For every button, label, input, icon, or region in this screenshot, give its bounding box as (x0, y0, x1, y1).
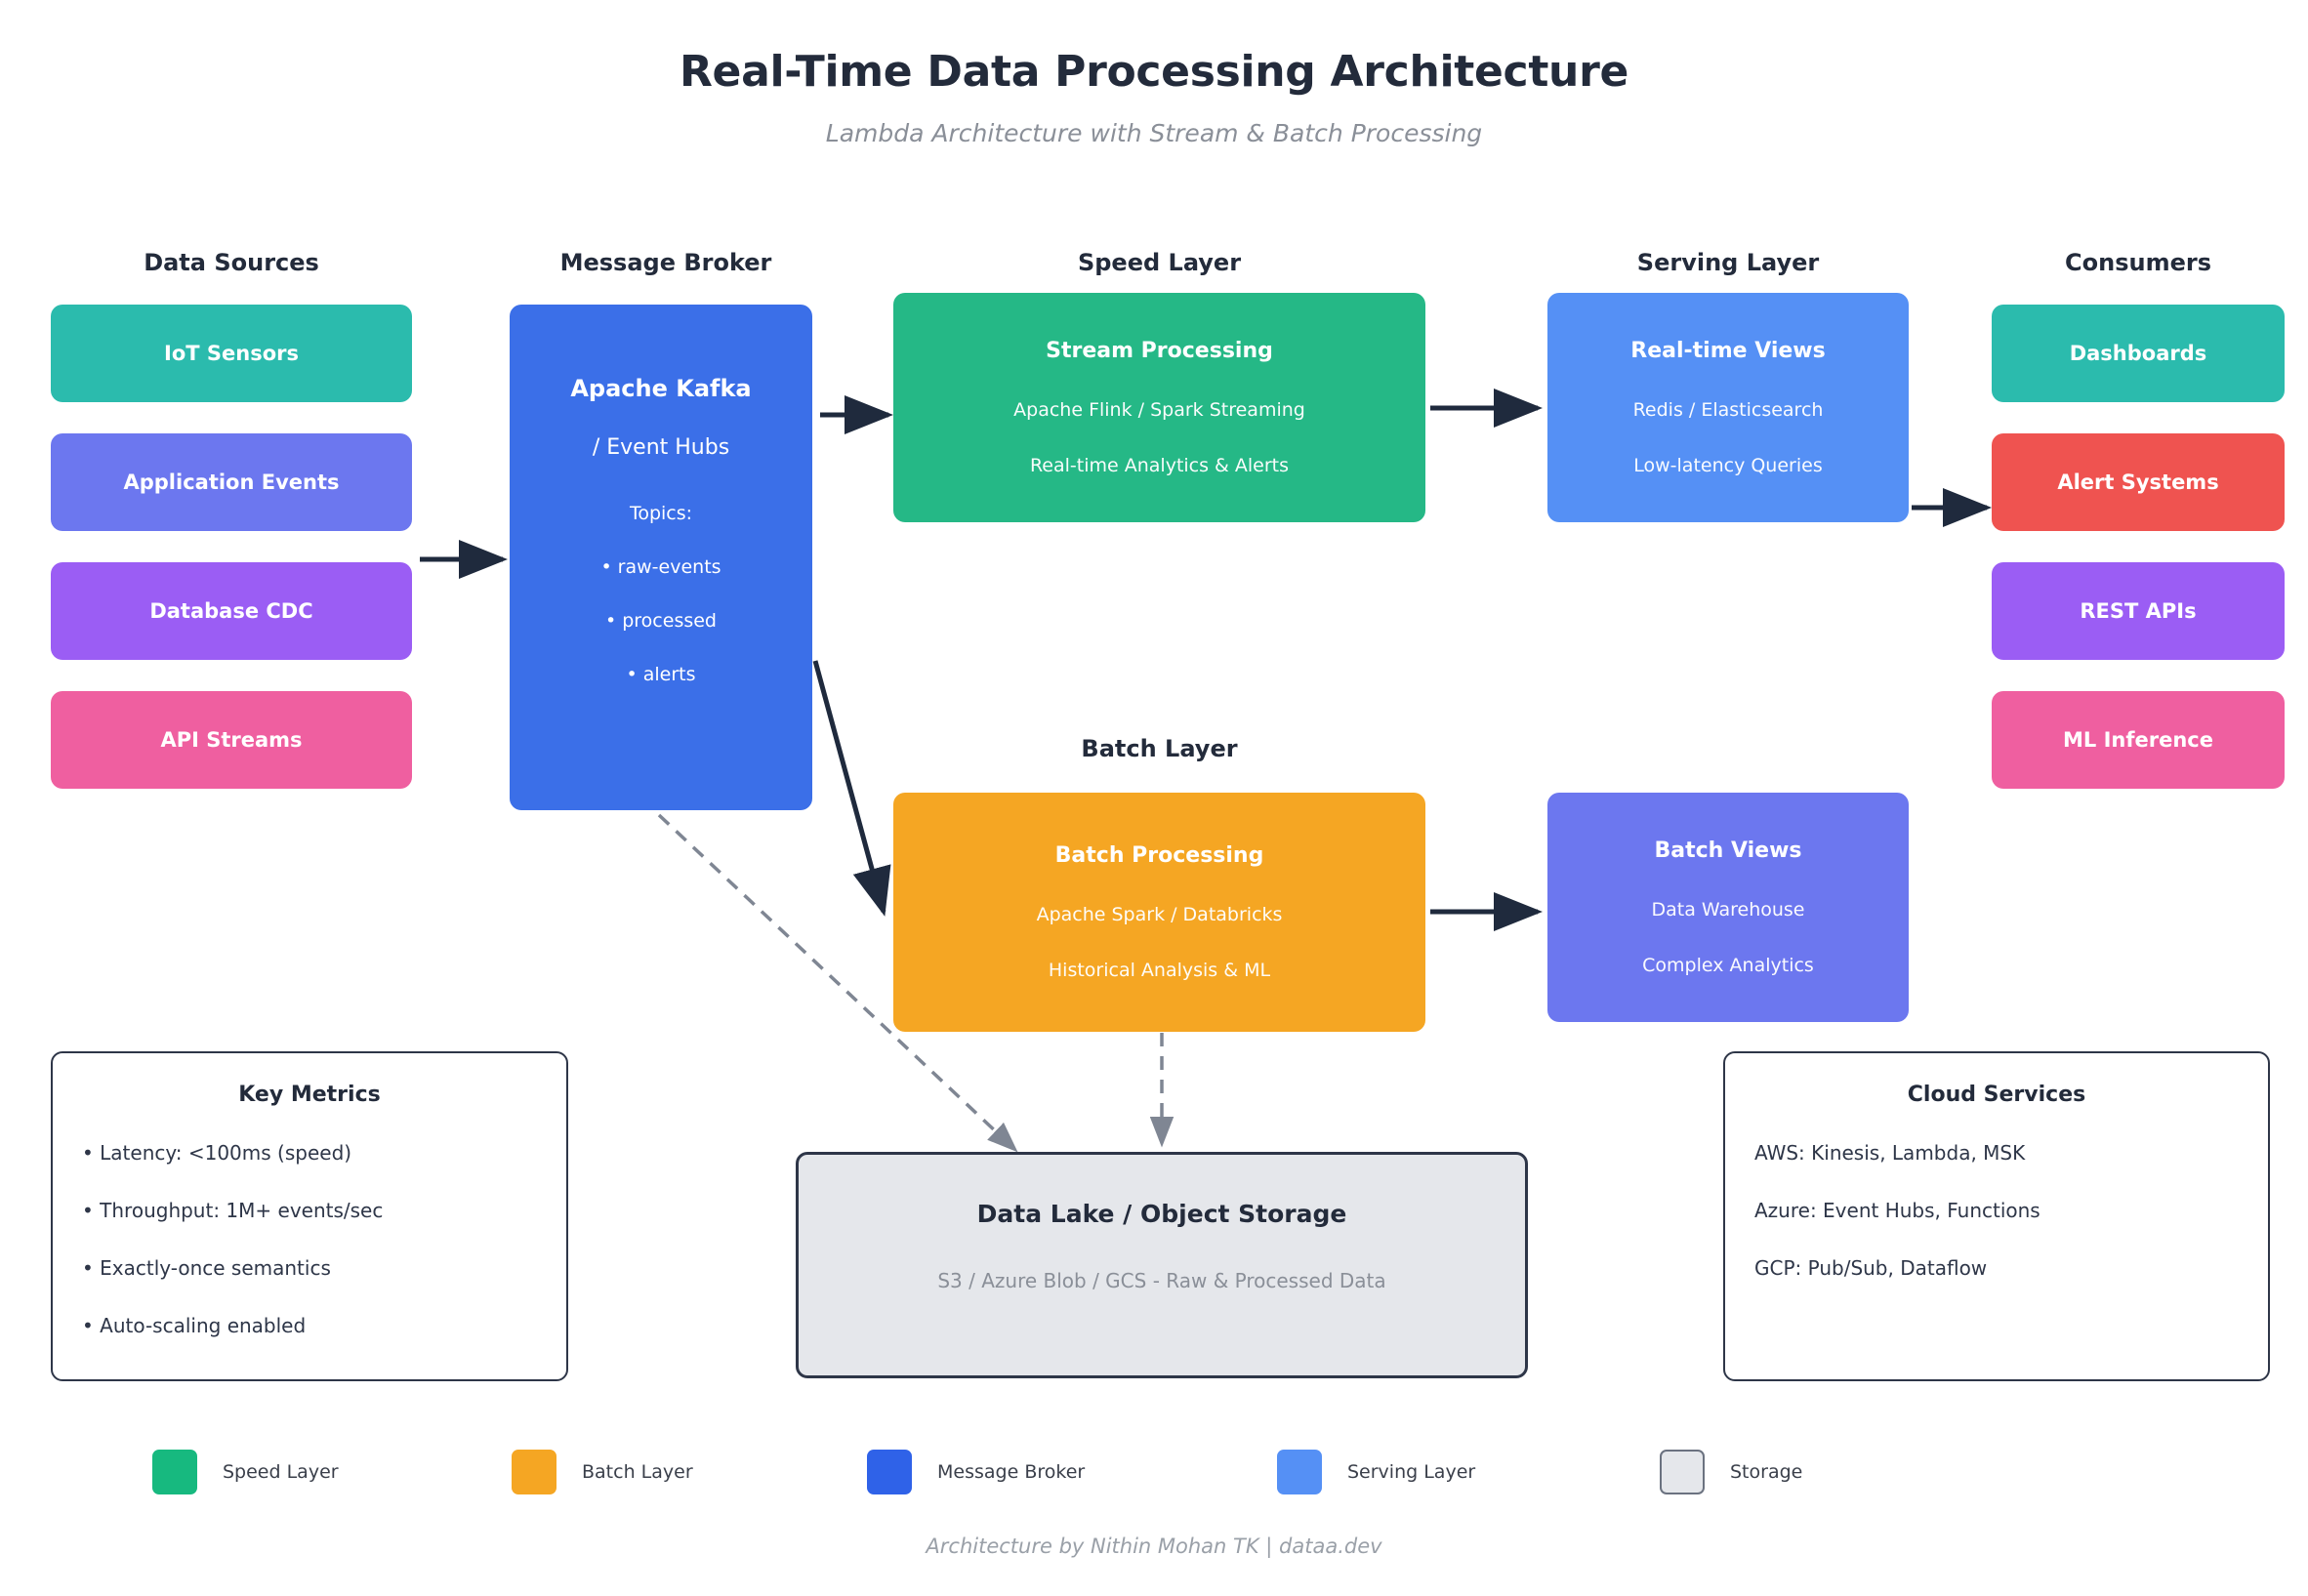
legend-item-storage: Storage (1660, 1450, 1802, 1494)
node-title: Real-time Views (1630, 338, 1826, 363)
node-ml-inference[interactable]: ML Inference (1992, 691, 2285, 789)
legend-swatch-speed-layer (152, 1450, 197, 1494)
broker-topic-processed: • processed (604, 610, 717, 632)
column-header-consumers: Consumers (2065, 249, 2211, 276)
node-label: Dashboards (2069, 342, 2207, 365)
key-metrics-list: • Latency: <100ms (speed) • Throughput: … (53, 1141, 566, 1337)
legend-swatch-message-broker (867, 1450, 912, 1494)
column-header-serving-layer: Serving Layer (1636, 249, 1820, 276)
legend-label: Storage (1730, 1461, 1803, 1483)
broker-title: Apache Kafka (570, 375, 752, 402)
node-data-lake[interactable]: Data Lake / Object Storage S3 / Azure Bl… (796, 1152, 1528, 1378)
broker-subtitle: / Event Hubs (592, 435, 730, 460)
node-iot-sensors[interactable]: IoT Sensors (51, 305, 412, 402)
node-title: Batch Processing (1054, 842, 1264, 868)
list-item: • Throughput: 1M+ events/sec (82, 1199, 384, 1222)
legend-swatch-storage (1660, 1450, 1705, 1494)
node-batch-processing[interactable]: Batch Processing Apache Spark / Databric… (893, 793, 1425, 1032)
node-label: Database CDC (149, 599, 313, 623)
node-label: ML Inference (2063, 728, 2213, 752)
node-dashboards[interactable]: Dashboards (1992, 305, 2285, 402)
legend-label: Speed Layer (223, 1461, 339, 1483)
node-label: Application Events (123, 471, 340, 494)
list-item: GCP: Pub/Sub, Dataflow (1754, 1256, 1988, 1280)
node-label: REST APIs (2080, 599, 2197, 623)
node-label: API Streams (160, 728, 303, 752)
list-item: • Exactly-once semantics (82, 1256, 331, 1280)
node-line-2: Historical Analysis & ML (1048, 959, 1271, 981)
cloud-services-list: AWS: Kinesis, Lambda, MSK Azure: Event H… (1725, 1141, 2268, 1280)
node-line-1: Data Warehouse (1651, 898, 1805, 921)
broker-topic-raw-events: • raw-events (600, 556, 721, 578)
node-line-2: Low-latency Queries (1633, 454, 1823, 476)
legend-label: Batch Layer (582, 1461, 693, 1483)
column-header-speed-layer: Speed Layer (1077, 249, 1242, 276)
node-line-1: Apache Flink / Spark Streaming (1013, 398, 1305, 421)
node-line-2: Complex Analytics (1642, 954, 1814, 976)
column-header-batch-layer: Batch Layer (1081, 735, 1238, 762)
node-line-1: Redis / Elasticsearch (1632, 398, 1824, 421)
legend-item-speed-layer: Speed Layer (152, 1450, 339, 1494)
list-item: Azure: Event Hubs, Functions (1754, 1199, 2040, 1222)
node-apache-kafka[interactable]: Apache Kafka / Event Hubs Topics: • raw-… (510, 305, 812, 810)
node-real-time-views[interactable]: Real-time Views Redis / Elasticsearch Lo… (1547, 293, 1909, 522)
node-title: Batch Views (1654, 838, 1802, 863)
footer-credit: Architecture by Nithin Mohan TK | dataa.… (926, 1535, 1382, 1558)
page-title: Real-Time Data Processing Architecture (679, 47, 1629, 97)
node-api-streams[interactable]: API Streams (51, 691, 412, 789)
node-database-cdc[interactable]: Database CDC (51, 562, 412, 660)
node-line-1: Apache Spark / Databricks (1036, 903, 1283, 925)
legend-item-message-broker: Message Broker (867, 1450, 1085, 1494)
node-label: IoT Sensors (164, 342, 299, 365)
broker-topic-alerts: • alerts (626, 664, 696, 685)
column-header-data-sources: Data Sources (144, 249, 319, 276)
node-application-events[interactable]: Application Events (51, 433, 412, 531)
legend-label: Serving Layer (1347, 1461, 1476, 1483)
node-rest-apis[interactable]: REST APIs (1992, 562, 2285, 660)
node-batch-views[interactable]: Batch Views Data Warehouse Complex Analy… (1547, 793, 1909, 1022)
list-item: • Auto-scaling enabled (82, 1314, 307, 1337)
node-title: Stream Processing (1046, 338, 1273, 363)
panel-key-metrics: Key Metrics • Latency: <100ms (speed) • … (51, 1051, 568, 1381)
node-line-2: Real-time Analytics & Alerts (1029, 454, 1290, 476)
legend-swatch-serving-layer (1277, 1450, 1322, 1494)
page-subtitle: Lambda Architecture with Stream & Batch … (825, 119, 1483, 147)
panel-title: Cloud Services (1907, 1083, 2086, 1107)
node-label: Alert Systems (2057, 471, 2219, 494)
legend-label: Message Broker (937, 1461, 1086, 1483)
legend-item-batch-layer: Batch Layer (512, 1450, 693, 1494)
legend-swatch-batch-layer (512, 1450, 556, 1494)
node-title: Data Lake / Object Storage (976, 1200, 1347, 1228)
panel-cloud-services: Cloud Services AWS: Kinesis, Lambda, MSK… (1723, 1051, 2270, 1381)
list-item: AWS: Kinesis, Lambda, MSK (1754, 1141, 2026, 1165)
arrow-broker-to-batch (812, 660, 891, 917)
node-stream-processing[interactable]: Stream Processing Apache Flink / Spark S… (893, 293, 1425, 522)
node-subtitle: S3 / Azure Blob / GCS - Raw & Processed … (937, 1269, 1386, 1292)
column-header-message-broker: Message Broker (559, 249, 772, 276)
panel-title: Key Metrics (238, 1083, 381, 1107)
broker-topics-label: Topics: (629, 503, 693, 524)
node-alert-systems[interactable]: Alert Systems (1992, 433, 2285, 531)
list-item: • Latency: <100ms (speed) (82, 1141, 352, 1165)
legend-item-serving-layer: Serving Layer (1277, 1450, 1475, 1494)
